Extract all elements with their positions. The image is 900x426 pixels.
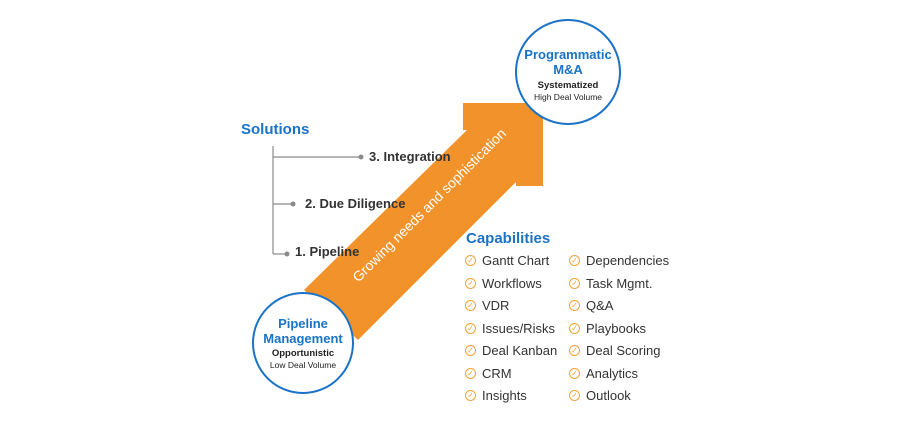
capability-label: Outlook — [586, 388, 631, 403]
top-circle-caption: High Deal Volume — [533, 92, 603, 102]
check-icon: ✓ — [569, 300, 580, 311]
capability-item: ✓ VDR — [465, 298, 509, 313]
capability-label: VDR — [482, 298, 510, 313]
solution-pipeline: 1. Pipeline — [295, 244, 360, 259]
programmatic-ma-circle — [515, 19, 621, 125]
bottom-circle-title-line2: Management — [263, 331, 343, 346]
capability-label: Issues/Risks — [482, 321, 555, 336]
capability-item: ✓ Outlook — [569, 388, 631, 403]
bottom-circle-subtitle: Opportunistic — [271, 348, 335, 359]
top-circle-title-line1: Programmatic — [524, 47, 612, 62]
capability-label: Workflows — [482, 276, 542, 291]
solution-due-diligence: 2. Due Diligence — [305, 196, 406, 211]
check-icon: ✓ — [569, 278, 580, 289]
growth-arrow — [304, 103, 543, 340]
capability-label: Task Mgmt. — [586, 276, 653, 291]
capabilities-heading: Capabilities — [466, 230, 551, 247]
capability-label: Dependencies — [586, 253, 670, 268]
capability-item: ✓ Deal Kanban — [465, 343, 557, 358]
check-icon: ✓ — [569, 345, 580, 356]
capability-item: ✓ Deal Scoring — [569, 343, 660, 358]
solution-integration: 3. Integration — [369, 149, 451, 164]
capability-item: ✓ Issues/Risks — [465, 321, 555, 336]
capability-item: ✓ Task Mgmt. — [569, 276, 652, 291]
capability-label: CRM — [482, 366, 512, 381]
solutions-tree — [272, 146, 360, 255]
capability-label: Deal Kanban — [482, 343, 558, 358]
check-icon: ✓ — [465, 323, 476, 334]
top-circle-subtitle: Systematized — [537, 80, 599, 91]
check-icon: ✓ — [465, 345, 476, 356]
capability-item: ✓ Workflows — [465, 276, 542, 291]
check-icon: ✓ — [569, 390, 580, 401]
capability-label: Gantt Chart — [482, 253, 550, 268]
bottom-circle-caption: Low Deal Volume — [269, 360, 337, 370]
bottom-circle-title-line1: Pipeline — [278, 316, 328, 331]
capability-label: Q&A — [586, 298, 614, 313]
top-circle-title-line2: M&A — [553, 62, 583, 77]
capability-label: Playbooks — [586, 321, 646, 336]
check-icon: ✓ — [569, 323, 580, 334]
capability-item: ✓ Insights — [465, 388, 527, 403]
capability-label: Insights — [482, 388, 527, 403]
tree-node-integration — [358, 154, 364, 160]
pipeline-management-text: Pipeline Management Opportunistic Low De… — [253, 316, 353, 371]
capability-item: ✓ Gantt Chart — [465, 253, 549, 268]
solutions-heading: Solutions — [241, 121, 310, 138]
check-icon: ✓ — [465, 255, 476, 266]
programmatic-ma-text: Programmatic M&A Systematized High Deal … — [516, 47, 620, 103]
pipeline-management-circle — [252, 292, 354, 394]
tree-node-due-diligence — [290, 201, 296, 207]
capability-item: ✓ Analytics — [569, 366, 638, 381]
check-icon: ✓ — [465, 278, 476, 289]
check-icon: ✓ — [569, 368, 580, 379]
check-icon: ✓ — [465, 390, 476, 401]
check-icon: ✓ — [569, 255, 580, 266]
capability-item: ✓ CRM — [465, 366, 512, 381]
capability-item: ✓ Dependencies — [569, 253, 669, 268]
capability-label: Deal Scoring — [586, 343, 661, 358]
check-icon: ✓ — [465, 300, 476, 311]
tree-node-pipeline — [284, 251, 290, 257]
capability-label: Analytics — [586, 366, 639, 381]
capability-item: ✓ Playbooks — [569, 321, 646, 336]
capability-item: ✓ Q&A — [569, 298, 613, 313]
check-icon: ✓ — [465, 368, 476, 379]
